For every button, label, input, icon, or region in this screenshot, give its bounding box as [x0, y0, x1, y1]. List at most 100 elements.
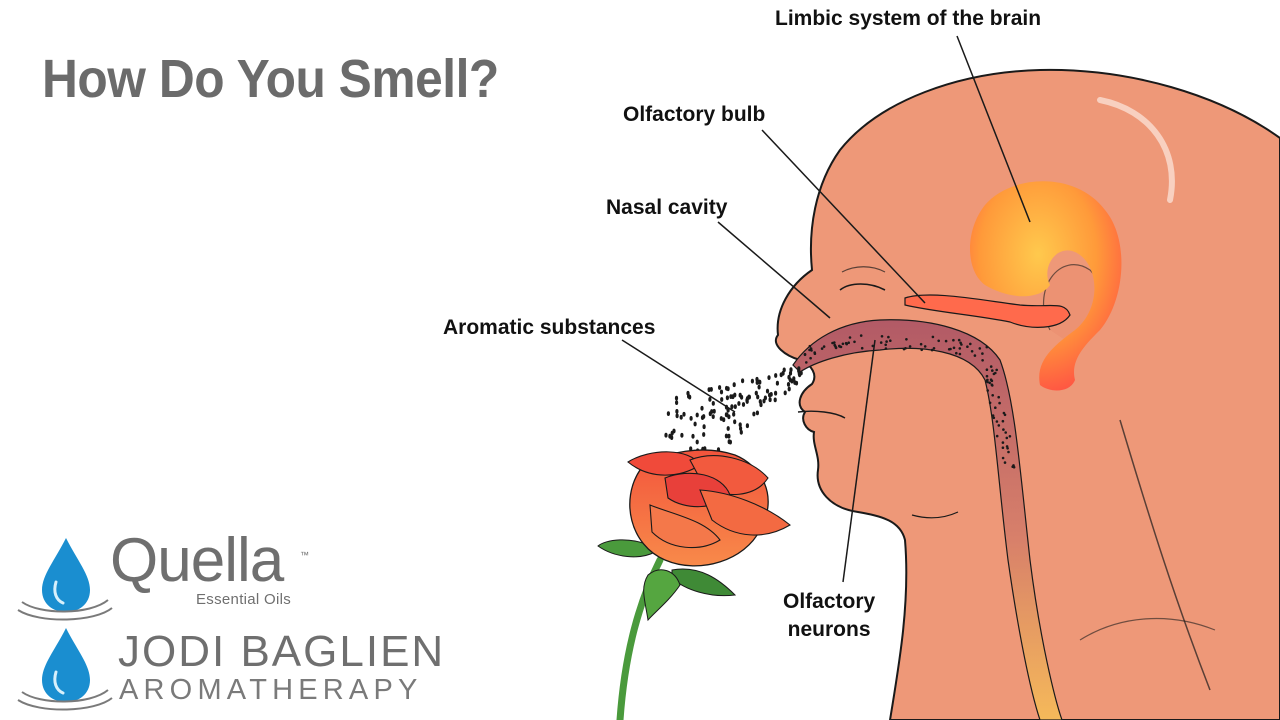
- aromatic-particle: [759, 402, 762, 407]
- neuron-speckle: [959, 353, 962, 356]
- aromatic-particle: [752, 412, 755, 417]
- aromatic-particle: [741, 378, 744, 383]
- aromatic-particle: [702, 432, 705, 437]
- neuron-speckle: [905, 338, 908, 341]
- aromatic-particle: [734, 404, 737, 409]
- aromatic-particle: [703, 424, 706, 429]
- neuron-speckle: [992, 414, 995, 417]
- aromatic-particle: [696, 413, 699, 418]
- neuron-speckle: [1003, 412, 1006, 415]
- neuron-speckle: [981, 352, 984, 355]
- neuron-speckle: [909, 345, 912, 348]
- aromatic-particle: [680, 415, 683, 420]
- aromatic-particle: [694, 422, 697, 427]
- neuron-speckle: [1009, 435, 1012, 438]
- aromatic-particle: [676, 413, 679, 418]
- label-olfactory-neurons: Olfactory neurons: [783, 588, 875, 645]
- neuron-speckle: [885, 347, 888, 350]
- neuron-speckle: [814, 352, 817, 355]
- aromatic-particle: [730, 404, 733, 409]
- aromatic-particle: [720, 416, 723, 421]
- neuron-speckle: [809, 357, 812, 360]
- quella-drop-icon: [18, 538, 112, 620]
- neuron-speckle: [1006, 437, 1009, 440]
- aromatic-particle: [667, 411, 670, 416]
- neuron-speckle: [1002, 420, 1005, 423]
- neuron-speckle: [986, 368, 989, 371]
- neuron-speckle: [996, 420, 999, 423]
- aromatic-particle: [732, 412, 735, 417]
- quella-logo-text: Quella: [110, 530, 283, 592]
- neuron-speckle: [966, 345, 969, 348]
- neuron-speckle: [838, 345, 841, 348]
- neuron-speckle: [1004, 431, 1007, 434]
- neuron-speckle: [845, 342, 848, 345]
- neuron-speckle: [937, 340, 940, 343]
- aromatic-particle: [751, 379, 754, 384]
- neuron-speckle: [933, 347, 936, 350]
- aromatic-particle: [675, 409, 678, 414]
- aromatic-particle: [720, 397, 723, 402]
- jodi-logo-subtitle: AROMATHERAPY: [119, 676, 423, 705]
- neuron-speckle: [986, 389, 989, 392]
- aromatic-particle: [758, 380, 761, 385]
- neuron-speckle: [981, 359, 984, 362]
- neuron-speckle: [1002, 457, 1005, 460]
- neuron-speckle: [835, 347, 838, 350]
- neuron-speckle: [903, 348, 906, 351]
- neuron-speckle: [991, 369, 994, 372]
- aromatic-particle: [725, 386, 728, 391]
- aromatic-particle: [727, 434, 730, 439]
- neuron-speckle: [998, 424, 1001, 427]
- neuron-speckle: [969, 343, 972, 346]
- quella-trademark: ™: [300, 550, 309, 560]
- neuron-speckle: [994, 406, 997, 409]
- aromatic-particle: [756, 411, 759, 416]
- aromatic-particle: [675, 396, 678, 401]
- rose-sepal: [644, 570, 680, 620]
- aromatic-particle: [740, 430, 743, 435]
- aromatic-particle: [746, 399, 749, 404]
- neuron-speckle: [880, 341, 883, 344]
- neuron-speckle: [853, 341, 856, 344]
- neuron-speckle: [847, 341, 850, 344]
- aromatic-particle: [792, 376, 795, 381]
- aromatic-particle: [783, 368, 786, 373]
- neuron-speckle: [1007, 451, 1010, 454]
- jodi-logo-name: JODI BAGLIEN: [118, 630, 445, 674]
- aromatic-particle: [798, 372, 801, 377]
- aromatic-particle: [789, 367, 792, 372]
- aromatic-particle: [708, 397, 711, 402]
- aromatic-particle: [789, 378, 792, 383]
- aromatic-particle: [774, 373, 777, 378]
- aromatic-particle: [733, 382, 736, 387]
- aromatic-particle: [731, 394, 734, 399]
- neuron-speckle: [861, 347, 864, 350]
- neuron-speckle: [979, 347, 982, 350]
- neuron-speckle: [959, 347, 962, 350]
- neuron-speckle: [1002, 441, 1005, 444]
- aromatic-particle: [787, 382, 790, 387]
- neuron-speckle: [989, 402, 992, 405]
- neuron-speckle: [988, 382, 991, 385]
- aromatic-particle: [712, 401, 715, 406]
- label-aromatic-substances: Aromatic substances: [443, 314, 655, 342]
- aromatic-particle: [664, 433, 667, 438]
- aromatic-particle: [718, 385, 721, 390]
- jodi-drop-icon: [18, 628, 112, 710]
- aromatic-particle: [755, 391, 758, 396]
- label-olfactory-neurons-line2: neurons: [783, 616, 875, 644]
- neuron-speckle: [986, 375, 989, 378]
- neuron-speckle: [974, 354, 977, 357]
- neuron-speckle: [881, 335, 884, 338]
- aromatic-particle: [727, 426, 730, 431]
- neuron-speckle: [955, 352, 958, 355]
- label-nasal-cavity: Nasal cavity: [606, 194, 727, 222]
- aromatic-particle: [742, 402, 745, 407]
- aromatic-particle: [747, 395, 750, 400]
- aromatic-particle: [737, 401, 740, 406]
- aromatic-particle: [729, 440, 732, 445]
- neuron-speckle: [1002, 446, 1005, 449]
- neuron-speckle: [995, 369, 998, 372]
- neuron-speckle: [885, 340, 888, 343]
